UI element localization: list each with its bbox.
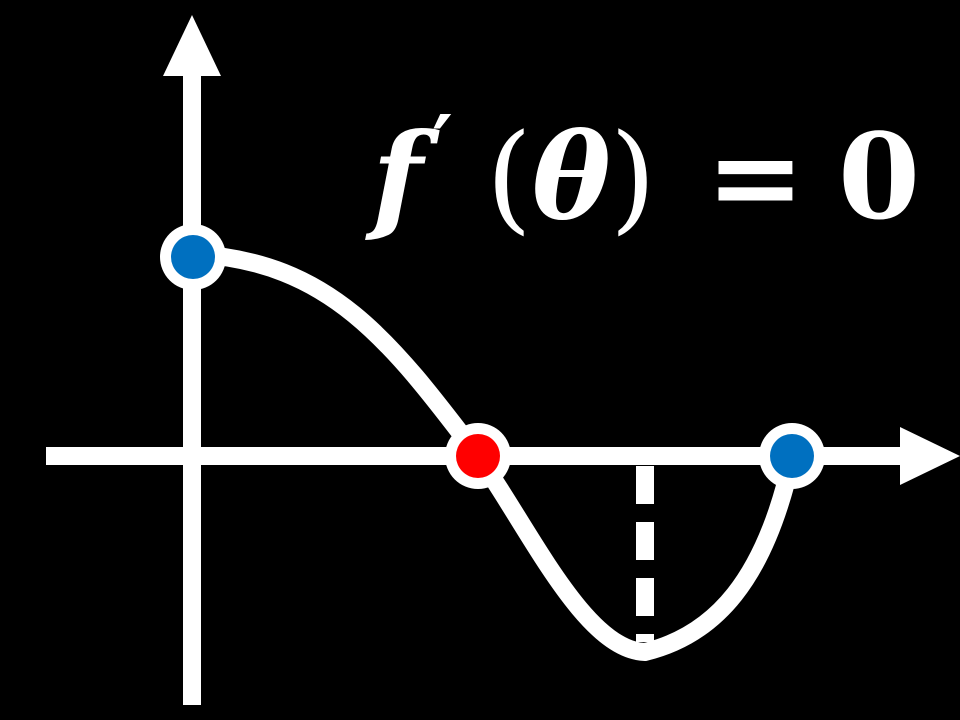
equation-rhs: 0 xyxy=(838,107,920,246)
equation-prime: ′ xyxy=(432,97,453,191)
equation-open-paren: ( xyxy=(486,108,532,246)
x-axis-arrowhead xyxy=(900,427,960,485)
y-intercept-point xyxy=(171,235,215,279)
right-root-point xyxy=(770,434,814,478)
y-axis-arrowhead xyxy=(163,15,221,76)
middle-root-point xyxy=(456,434,500,478)
function-curve xyxy=(186,245,801,661)
equation-variable: θ xyxy=(532,107,611,246)
equation-equals: = xyxy=(706,107,805,246)
equation-close-paren: ) xyxy=(610,108,656,246)
